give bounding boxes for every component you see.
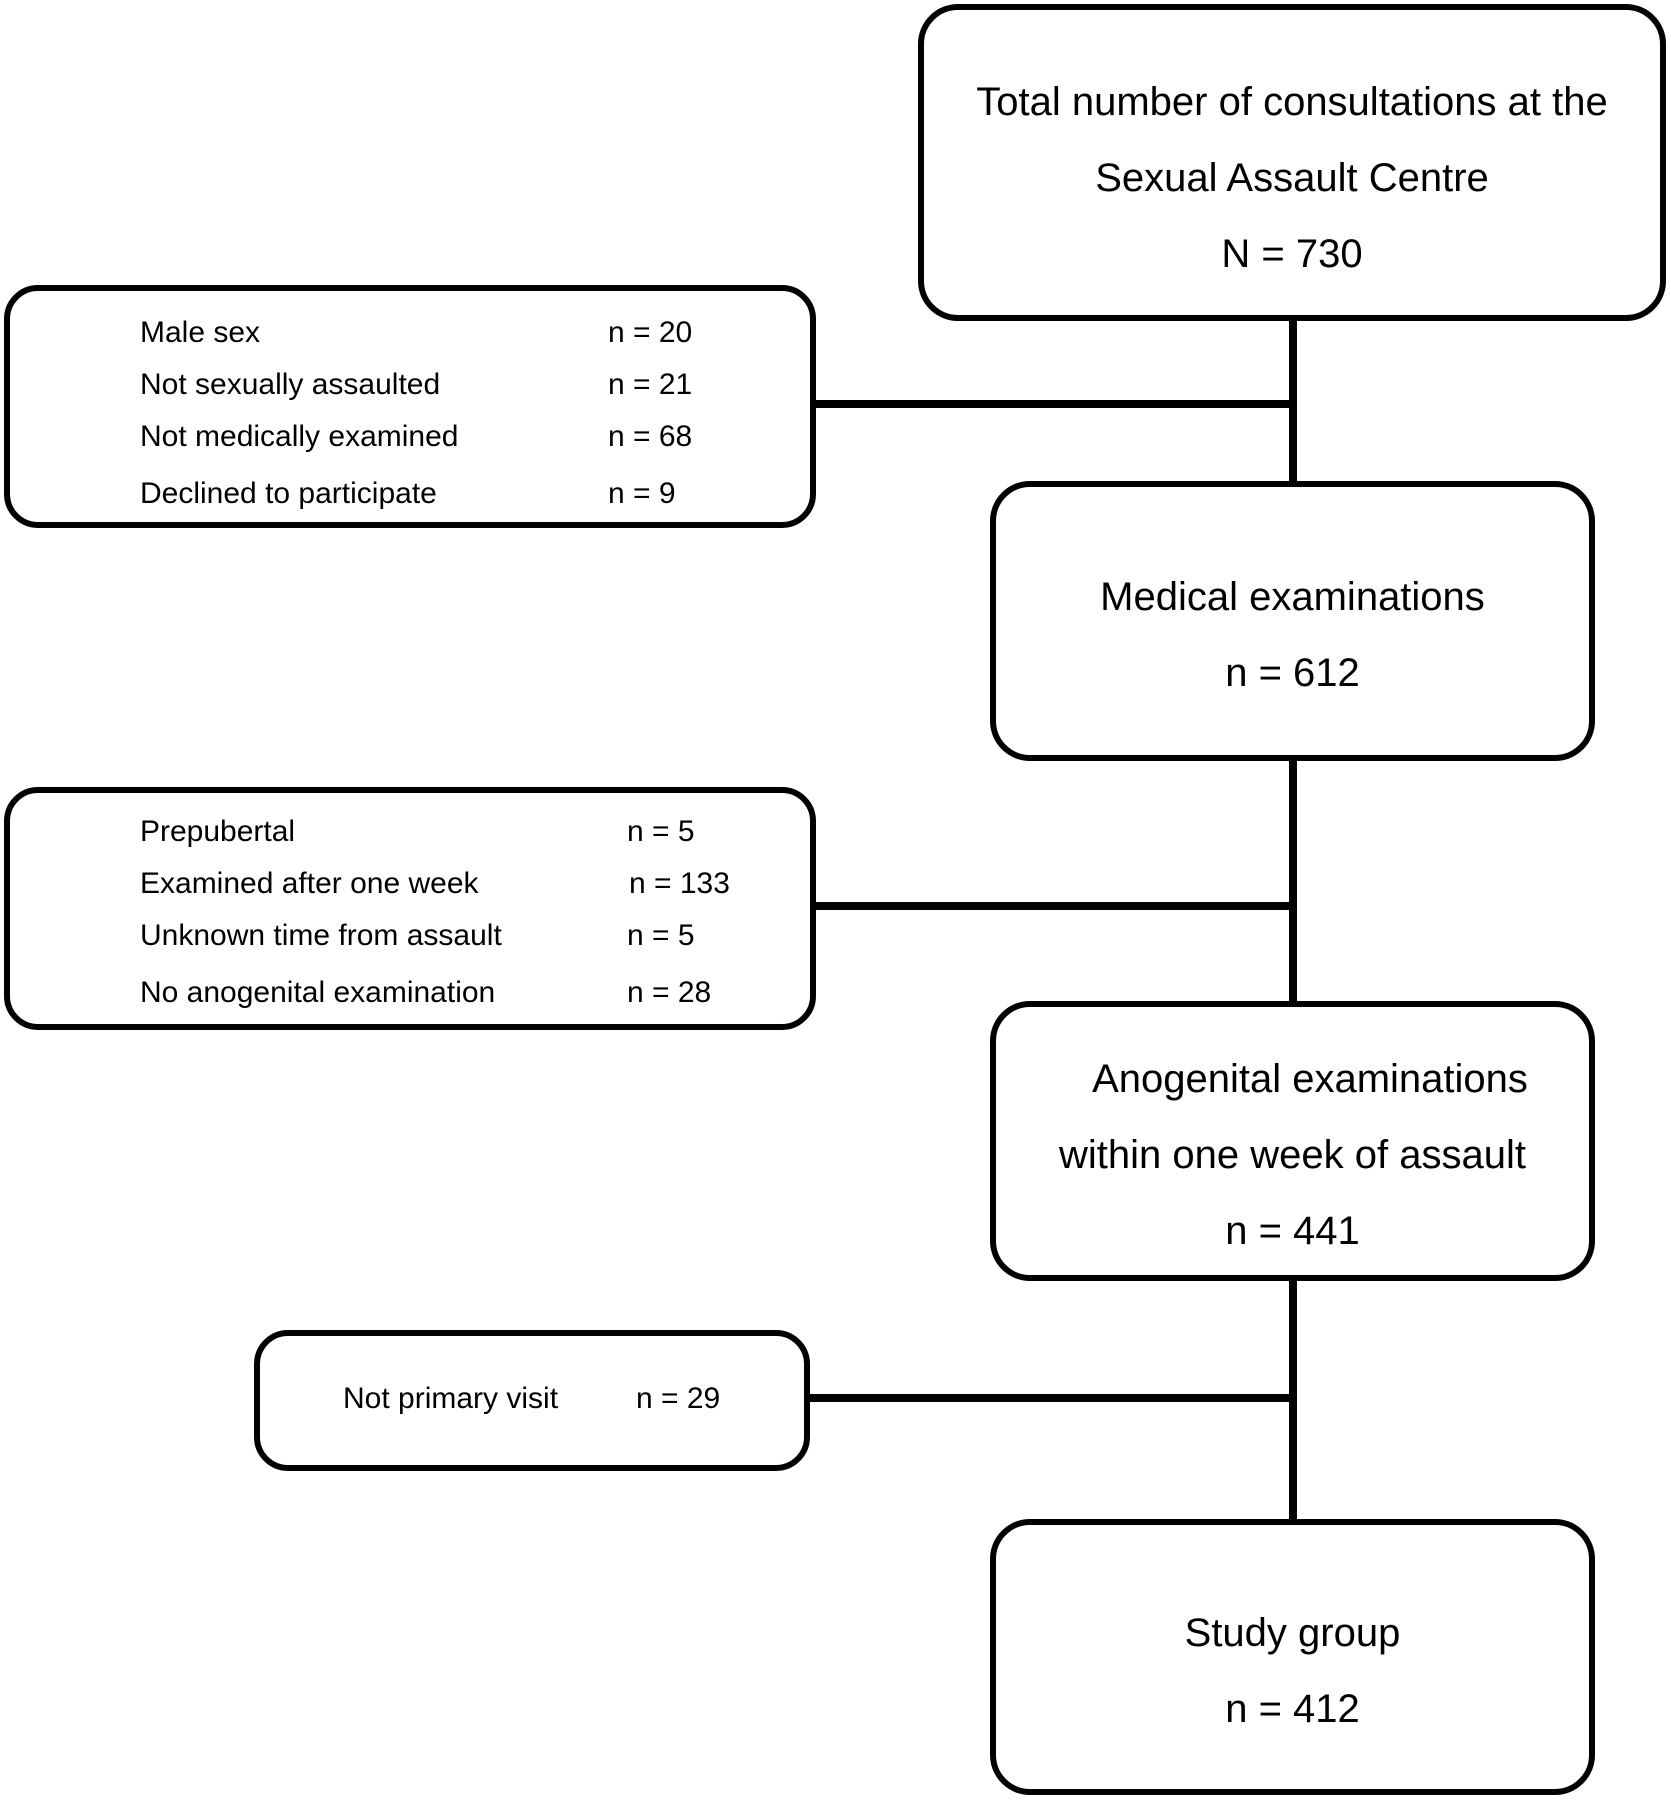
exclusion-count: n = 20 — [608, 316, 693, 349]
exclusion-count: n = 133 — [629, 867, 730, 900]
exclusion-label: Declined to participate — [140, 477, 437, 510]
anogenital-examinations-box: Anogenital examinations within one week … — [990, 1001, 1595, 1281]
medical-title: Medical examinations — [1100, 575, 1485, 619]
exclusion-count: n = 21 — [608, 368, 693, 401]
exclusion-count: n = 5 — [627, 919, 695, 952]
exclusion-label: No anogenital examination — [140, 976, 496, 1009]
exclusion-count: n = 9 — [608, 477, 676, 510]
total-consultations-box: Total number of consultations at the Sex… — [918, 4, 1666, 321]
exclusion-label: Not medically examined — [140, 420, 459, 453]
anogenital-title-line1: Anogenital examinations — [1092, 1057, 1528, 1101]
exclusion-label: Examined after one week — [140, 867, 479, 900]
study-title: Study group — [1184, 1611, 1401, 1655]
exclusion-label: Not primary visit — [343, 1382, 559, 1415]
total-title-line2: Sexual Assault Centre — [1095, 156, 1489, 200]
exclusion-count: n = 5 — [627, 815, 695, 848]
exclusion-count: n = 28 — [627, 976, 712, 1009]
exclusion-label: Not sexually assaulted — [140, 368, 441, 401]
exclusion-box-2: Prepubertal n = 5 Examined after one wee… — [4, 787, 816, 1030]
exclusion-label: Male sex — [140, 316, 261, 349]
exclusion-count: n = 29 — [636, 1382, 721, 1415]
medical-examinations-box: Medical examinations n = 612 — [990, 481, 1595, 761]
anogenital-count: n = 441 — [1225, 1209, 1360, 1253]
study-count: n = 412 — [1225, 1687, 1360, 1731]
exclusion-box-3: Not primary visit n = 29 — [254, 1330, 810, 1471]
exclusion-label: Prepubertal — [140, 815, 296, 848]
total-count: N = 730 — [1221, 232, 1363, 276]
exclusion-label: Unknown time from assault — [140, 919, 502, 952]
anogenital-title-line2: within one week of assault — [1059, 1133, 1526, 1177]
exclusion-count: n = 68 — [608, 420, 693, 453]
total-title-line1: Total number of consultations at the — [976, 80, 1608, 124]
study-group-box: Study group n = 412 — [990, 1519, 1595, 1795]
exclusion-box-1: Male sex n = 20 Not sexually assaulted n… — [4, 285, 816, 528]
medical-count: n = 612 — [1225, 651, 1360, 695]
